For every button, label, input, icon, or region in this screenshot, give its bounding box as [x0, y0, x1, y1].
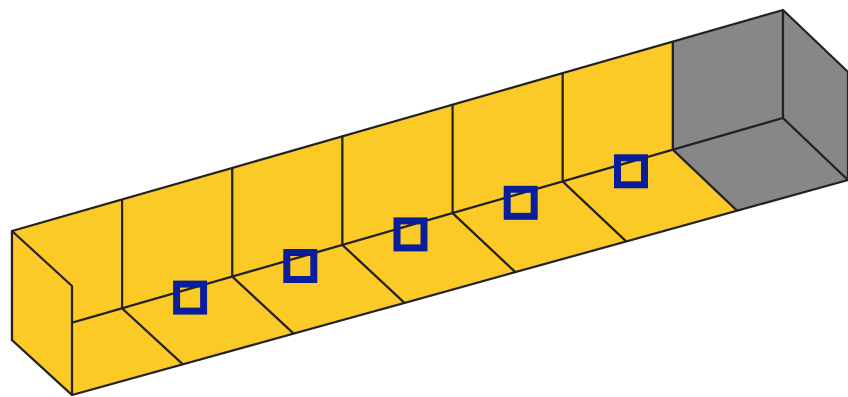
- cell-floors: [10, 116, 848, 397]
- cell-6-marker: [614, 154, 648, 189]
- strip-right-end-face: [781, 8, 848, 182]
- cell-3-marker: [283, 249, 318, 283]
- strip-end-cap: [10, 8, 848, 397]
- cell-2-marker: [173, 280, 208, 315]
- cell-4-marker: [393, 217, 428, 252]
- cell-5-marker: [503, 185, 538, 220]
- cell-7-floor: [671, 116, 848, 212]
- cell-walls: [10, 8, 785, 342]
- cell-markers: [173, 154, 648, 315]
- strip-left-end-face: [10, 229, 74, 397]
